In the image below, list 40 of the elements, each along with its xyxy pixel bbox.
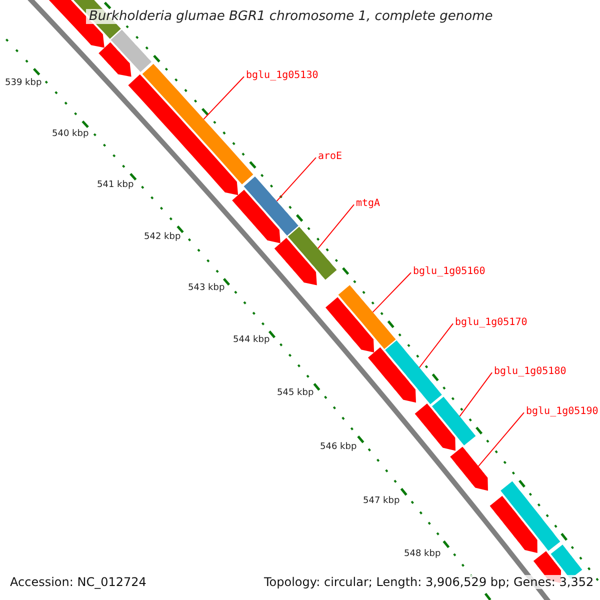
scale-label: 541 kbp xyxy=(97,180,134,190)
gene-feature xyxy=(244,176,298,236)
gene-feature xyxy=(110,30,152,72)
gene-feature xyxy=(414,404,456,451)
leader-line xyxy=(372,272,412,313)
gene-feature xyxy=(450,446,488,491)
leader-line xyxy=(418,323,454,368)
gene-label: aroE xyxy=(318,151,342,162)
gene-label: bglu_1g05180 xyxy=(494,366,566,377)
gene-feature xyxy=(385,340,442,404)
gene-feature xyxy=(432,396,476,446)
leader-line xyxy=(459,372,492,417)
gene-feature xyxy=(98,42,132,77)
scale-label: 544 kbp xyxy=(233,335,270,345)
leader-line xyxy=(318,204,354,249)
scale-label: 539 kbp xyxy=(5,78,42,88)
leader-line xyxy=(203,76,244,120)
leader-line xyxy=(478,412,524,467)
gene-label: mtgA xyxy=(356,198,380,209)
scale-label: 540 kbp xyxy=(52,129,89,139)
gene-label: bglu_1g05170 xyxy=(455,317,528,328)
leader-line xyxy=(276,157,316,202)
scale-label: 546 kbp xyxy=(320,442,357,452)
scale-label: 543 kbp xyxy=(188,283,225,293)
gene-label: bglu_1g05190 xyxy=(526,406,598,417)
scale-label: 547 kbp xyxy=(363,496,400,506)
scale-label: 545 kbp xyxy=(277,388,314,398)
gene-label: bglu_1g05160 xyxy=(413,266,486,277)
gene-feature xyxy=(232,190,280,244)
scale-label: 542 kbp xyxy=(144,232,181,242)
accession-text: Accession: NC_012724 xyxy=(8,575,148,589)
gene-label: bglu_1g05130 xyxy=(246,70,318,81)
gene-feature xyxy=(274,238,317,286)
gene-feature xyxy=(338,285,396,349)
gene-feature xyxy=(500,481,560,551)
gene-feature xyxy=(490,496,538,553)
gene-feature xyxy=(326,297,374,352)
gene-feature xyxy=(288,226,337,280)
scale-label: 548 kbp xyxy=(404,549,441,559)
gene-feature xyxy=(368,347,416,403)
